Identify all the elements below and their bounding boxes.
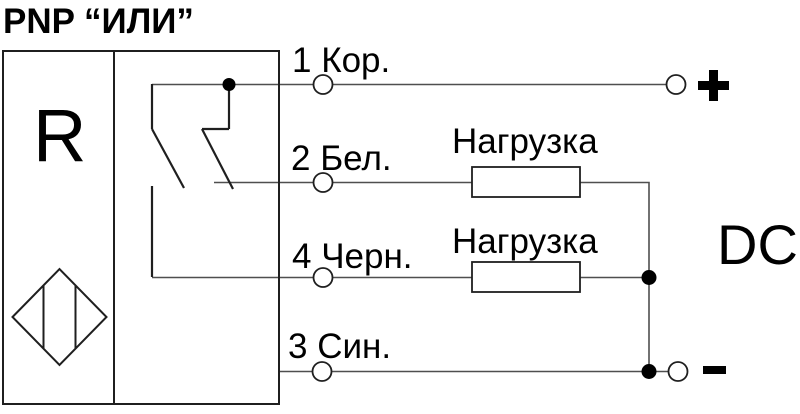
dc-supply-label: DC bbox=[717, 213, 798, 276]
sensor-designator: R bbox=[33, 94, 87, 177]
plus-icon bbox=[698, 70, 729, 101]
pin-1-label: 1 Кор. bbox=[292, 41, 391, 80]
load-1-resistor bbox=[471, 166, 581, 198]
junction-dot-load2-bus bbox=[641, 270, 657, 285]
load-1-label: Нагрузка bbox=[452, 122, 598, 161]
pin-1-terminal bbox=[312, 74, 334, 95]
junction-dot-switch-rail bbox=[222, 78, 236, 91]
pin-2-label: 2 Бел. bbox=[291, 139, 392, 178]
minus-icon bbox=[703, 366, 726, 374]
load-2-label: Нагрузка bbox=[452, 222, 598, 261]
switch2-blade bbox=[201, 128, 234, 190]
supply-minus-terminal bbox=[667, 361, 689, 382]
pin-2-terminal bbox=[312, 172, 334, 193]
optical-sensor-diamond-icon bbox=[11, 267, 108, 367]
junction-dot-wire3-bus bbox=[641, 364, 657, 379]
pin-4-terminal bbox=[312, 267, 334, 288]
pin-3-terminal bbox=[311, 361, 333, 382]
pin-3-label: 3 Син. bbox=[288, 327, 392, 366]
wire-2-white-line-and-bus bbox=[214, 181, 650, 371]
load-2-resistor bbox=[471, 261, 581, 293]
diagram-title: PNP “ИЛИ” bbox=[3, 2, 194, 41]
sensor-body-outline bbox=[2, 50, 280, 405]
supply-plus-terminal bbox=[665, 74, 687, 95]
switch1-blade bbox=[151, 128, 185, 189]
pin-4-label: 4 Черн. bbox=[292, 237, 413, 276]
